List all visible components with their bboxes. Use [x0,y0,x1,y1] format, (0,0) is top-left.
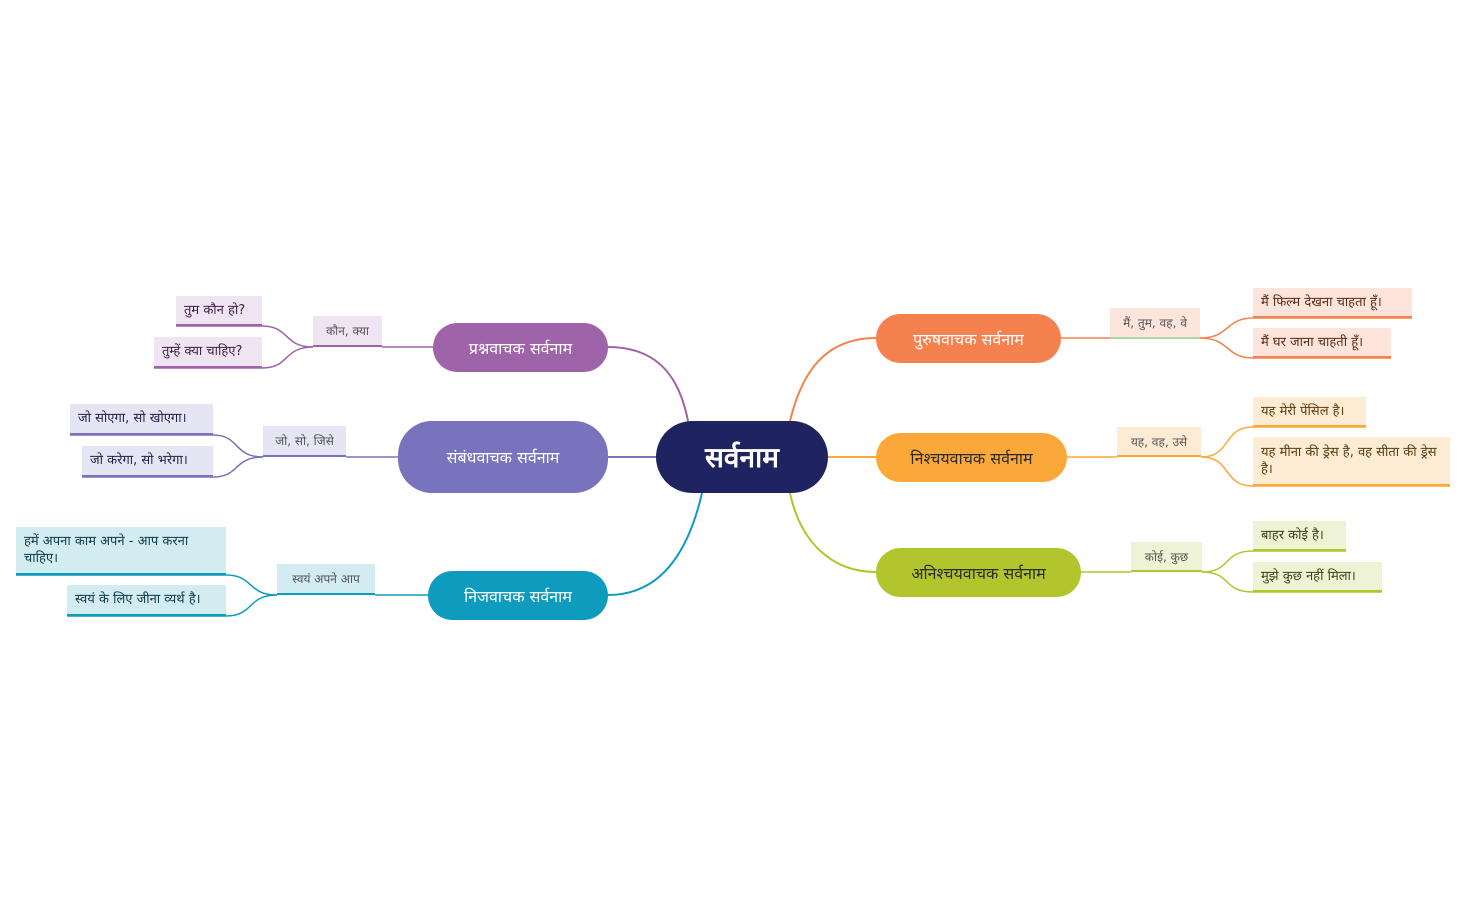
connector-line [70,434,264,458]
connector-line [176,325,314,348]
keywords-prashnvachak: कौन, क्या [313,316,382,347]
connector-line [1201,550,1346,573]
example-nijvachak-1: हमें अपना काम अपने - आप करना चाहिए। [16,527,226,575]
example-purushvachak-2: मैं घर जाना चाहती हूँ। [1253,328,1391,358]
connector-line [789,337,877,422]
connector-line [154,346,314,369]
example-sambandhvachak-2: जो करेगा, सो भरेगा। [82,446,213,477]
branch-anishchayvachak[interactable]: अनिश्चयवाचक सर्वनाम [876,548,1081,597]
connector-line [1201,571,1382,593]
example-prashnvachak-1: तुम कौन हो? [176,296,262,326]
branch-nishchayvachak[interactable]: निश्चयवाचक सर्वनाम [876,433,1067,482]
connector-line [789,492,877,573]
example-anishchayvachak-2: मुझे कुछ नहीं मिला। [1253,562,1382,592]
connector-line [1199,337,1391,359]
branch-sambandhvachak[interactable]: संबंधवाचक सर्वनाम [398,421,608,493]
connector-line [607,492,703,596]
example-purushvachak-1: मैं फिल्म देखना चाहता हूँ। [1253,288,1412,318]
example-prashnvachak-2: तुम्हें क्या चाहिए? [154,337,262,368]
example-nishchayvachak-2: यह मीना की ड्रेस है, वह सीता की ड्रेस है… [1253,437,1450,486]
connector-line [82,456,264,478]
example-nijvachak-2: स्वयं के लिए जीना व्यर्थ है। [67,585,226,616]
connector-line [607,346,689,422]
branch-nijvachak[interactable]: निजवाचक सर्वनाम [428,571,608,620]
keywords-nijvachak: स्वयं अपने आप [277,564,375,595]
example-nishchayvachak-1: यह मेरी पेंसिल है। [1253,397,1366,427]
connector-line [1200,426,1366,458]
connector-line [67,594,278,617]
keywords-sambandhvachak: जो, सो, जिसे [263,426,346,457]
branch-prashnvachak[interactable]: प्रश्नवाचक सर्वनाम [433,323,608,372]
central-topic[interactable]: सर्वनाम [656,421,828,493]
example-anishchayvachak-1: बाहर कोई है। [1253,521,1346,551]
keywords-nishchayvachak: यह, वह, उसे [1117,427,1201,457]
connector-line [16,574,278,596]
branch-purushvachak[interactable]: पुरुषवाचक सर्वनाम [876,314,1061,363]
connector-line [1199,317,1412,339]
keywords-purushvachak: मैं, तुम, वह, वे [1110,308,1200,339]
example-sambandhvachak-1: जो सोएगा, सो खोएगा। [70,404,213,435]
keywords-anishchayvachak: कोई, कुछ [1131,542,1202,572]
connector-line [1200,456,1450,487]
